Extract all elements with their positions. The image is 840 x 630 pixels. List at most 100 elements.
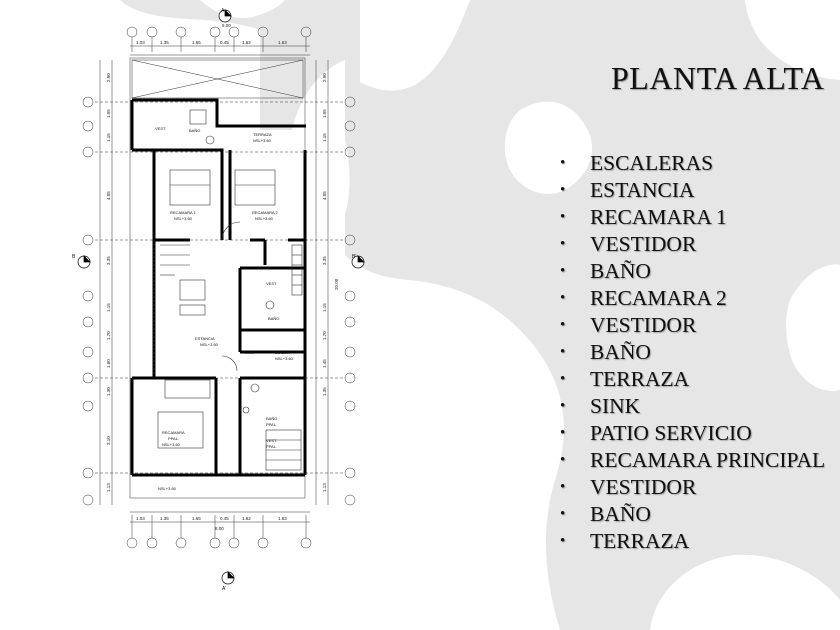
grid-axis-left: [82, 60, 113, 506]
furniture: [153, 109, 303, 471]
dim-bottom-2: 1.35: [160, 516, 169, 521]
section-mark-bottom: A': [222, 586, 226, 592]
dim-bottom-5: 1.62: [242, 516, 251, 521]
background-blob-top: [120, 0, 345, 130]
dim-bottom-6: 1.63: [278, 516, 287, 521]
room-list-item: • RECAMARA 1: [560, 204, 825, 231]
dim-bottom-1: 1.03: [136, 516, 145, 521]
dim-right-2: 1.05: [322, 109, 327, 118]
label-bano-ppal-2: PPAL.: [266, 422, 277, 427]
dim-top-6: 1.63: [278, 40, 287, 45]
dim-right-8: 1.70: [322, 331, 327, 340]
dim-right-10: 1.35: [322, 387, 327, 396]
dim-left-9: 1.30: [106, 387, 111, 396]
dim-left-4: 4.05: [106, 191, 111, 200]
background-white-blob-right: [745, 0, 840, 80]
label-recamara-2-level: NSL+3.60: [255, 216, 274, 221]
label-boiler-level: NSL+3.60: [275, 356, 294, 361]
dim-top-total: 8.00: [222, 23, 231, 28]
bullet-icon: •: [560, 398, 566, 414]
label-recamara-ppal-2: PPAL.: [168, 436, 179, 441]
bullet-icon: •: [560, 371, 566, 387]
room-list-item: •VESTIDOR: [560, 474, 825, 501]
label-terraza-top-level: NSL+3.60: [253, 138, 272, 143]
room-name: RECAMARA PRINCIPAL: [590, 448, 826, 472]
bullet-icon: •: [560, 209, 566, 225]
grid-axis-top: [126, 26, 312, 56]
label-bano-mid: BAÑO: [268, 316, 279, 321]
bullet-icon: •: [560, 479, 566, 495]
dim-top-4: 0.45: [220, 40, 229, 45]
background-white-blob-right2: [786, 264, 840, 391]
background-white-blob-mid: [504, 101, 593, 194]
section-mark-top: A: [221, 8, 225, 14]
label-vest-top: VEST.: [155, 126, 166, 131]
room-list-item: •RECAMARA 2: [560, 285, 825, 312]
room-name: BAÑO: [590, 340, 651, 364]
room-list-item: •BAÑO: [560, 258, 825, 285]
bullet-icon: •: [560, 290, 566, 306]
label-vest-ppal: VEST.: [266, 438, 277, 443]
bullet-icon: •: [560, 533, 566, 549]
dim-left-10: 3.10: [106, 436, 111, 445]
room-list-item: • VESTIDOR: [560, 312, 825, 339]
dim-right-9: 1.45: [322, 359, 327, 368]
dim-left-7: 1.70: [106, 331, 111, 340]
dim-right-6: 1.15: [322, 303, 327, 312]
label-terraza-top: TERRAZA: [253, 132, 272, 137]
dim-left-3: 1.15: [106, 133, 111, 142]
dims-left: 2.90 1.05 1.15 4.05 3.35 1.15 1.70 1.60 …: [106, 73, 111, 492]
bullet-icon: •: [560, 506, 566, 522]
section-mark-left: B: [72, 254, 76, 260]
room-list: •ESCALERAS•ESTANCIA•RECAMARA 1•VESTIDOR•…: [560, 150, 825, 555]
room-list-item: • ESTANCIA: [560, 177, 825, 204]
dims-right: 2.90 1.05 1.15 4.05 3.35 1.15 20.00 1.70…: [322, 73, 339, 492]
room-list-item: • SINK: [560, 393, 825, 420]
dim-left-5: 3.35: [106, 256, 111, 265]
label-vest-mid: VEST.: [266, 281, 277, 286]
label-sink: SINK: [245, 350, 255, 355]
room-name: PATIO SERVICIO: [590, 421, 752, 445]
dim-right-1: 2.90: [322, 73, 327, 82]
room-name: ESTANCIA: [590, 178, 695, 202]
room-list-item: • RECAMARA PRINCIPAL: [560, 447, 825, 474]
room-name: ESCALERAS: [590, 151, 714, 175]
dim-top-5: 1.62: [242, 40, 251, 45]
slide-title: PLANTA ALTA: [611, 60, 825, 96]
room-list-item: •BAÑO: [560, 339, 825, 366]
label-terraza-bottom-level: NSL+3.60: [158, 486, 177, 491]
background-white-blob-bottom: [650, 554, 840, 630]
label-recamara-1-level: NSL+3.60: [174, 216, 193, 221]
dim-left-11: 1.13: [106, 483, 111, 492]
room-name: RECAMARA 1: [590, 205, 727, 229]
bullet-icon: •: [560, 452, 566, 468]
label-boiler: BOILER: [275, 350, 290, 355]
background-white-blob: [360, 0, 470, 91]
bullet-icon: •: [560, 263, 566, 279]
room-name: SINK: [590, 394, 641, 418]
dim-right-11: 1.13: [322, 483, 327, 492]
room-name: VESTIDOR: [590, 232, 697, 256]
dim-top-3: 1.65: [192, 40, 201, 45]
dim-top-2: 1.35: [160, 40, 169, 45]
dim-left-2: 1.05: [106, 109, 111, 118]
room-list-item: • TERRAZA: [560, 366, 825, 393]
dim-left-1: 2.90: [106, 73, 111, 82]
label-recamara-2: RECAMARA 2: [252, 210, 279, 215]
room-name: BAÑO: [590, 502, 651, 526]
section-mark-right: B': [352, 254, 356, 260]
room-name: TERRAZA: [590, 367, 690, 391]
dim-top-1: 1.03: [136, 40, 145, 45]
dim-bottom-total: 8.00: [215, 526, 224, 531]
room-list-item: •VESTIDOR: [560, 231, 825, 258]
label-bano-ppal: BAÑO: [266, 416, 277, 421]
label-estancia: ESTANCIA: [195, 336, 215, 341]
bullet-icon: •: [560, 182, 566, 198]
label-recamara-1: RECAMARA 1: [170, 210, 197, 215]
room-name: VESTIDOR: [590, 313, 697, 337]
dim-bottom-4: 0.45: [220, 516, 229, 521]
dim-right-3: 1.15: [322, 133, 327, 142]
room-list-item: •PATIO SERVICIO: [560, 420, 825, 447]
bullet-icon: •: [560, 317, 566, 333]
